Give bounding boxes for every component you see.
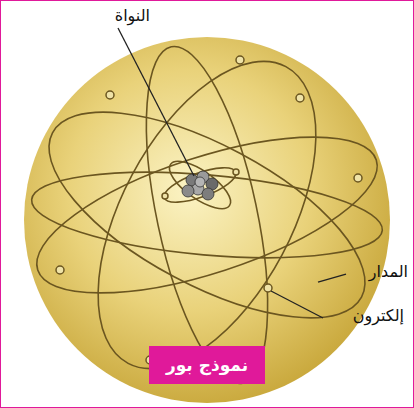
atom-sphere	[24, 37, 390, 403]
leader-lines	[118, 28, 346, 318]
part-label: إلكترون	[353, 306, 404, 325]
title-box: نموذج بور	[149, 346, 265, 384]
part-label: النواة	[115, 6, 150, 25]
electrons	[56, 56, 362, 364]
title-text: نموذج بور	[166, 355, 248, 375]
nucleus	[182, 171, 218, 200]
orbits	[20, 27, 395, 403]
part-label: المدار	[369, 262, 408, 281]
